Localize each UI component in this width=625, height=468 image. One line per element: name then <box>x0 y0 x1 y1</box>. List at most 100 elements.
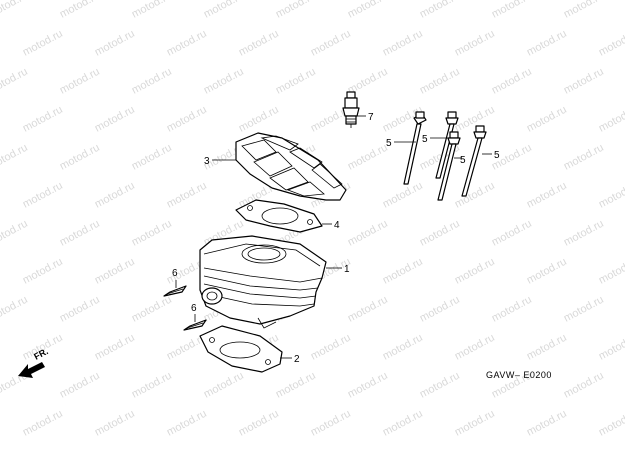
watermark-text: motod.ru <box>58 0 102 21</box>
watermark-text: motod.ru <box>21 28 65 59</box>
head-gasket <box>235 199 332 233</box>
watermark-text: motod.ru <box>93 104 137 135</box>
watermark-text: motod.ru <box>165 408 209 439</box>
watermark-text: motod.ru <box>21 104 65 135</box>
front-arrow-icon <box>18 362 45 378</box>
watermark-text: motod.ru <box>346 0 390 21</box>
watermark-text: motod.ru <box>0 0 30 21</box>
cylinder-gasket <box>199 325 292 373</box>
callout-bolt-a: 5 <box>386 138 392 149</box>
watermark-text: motod.ru <box>309 408 353 439</box>
watermark-text: motod.ru <box>237 104 281 135</box>
watermark-text: motod.ru <box>418 370 462 401</box>
watermark-text: motod.ru <box>525 408 569 439</box>
watermark-text: motod.ru <box>58 142 102 173</box>
watermark-text: motod.ru <box>165 180 209 211</box>
watermark-text: motod.ru <box>165 28 209 59</box>
watermark-text: motod.ru <box>130 218 174 249</box>
callout-dowel-upper: 6 <box>172 268 178 279</box>
watermark-text: motod.ru <box>58 218 102 249</box>
watermark-text: motod.ru <box>381 180 425 211</box>
callout-head-gasket: 4 <box>334 220 340 231</box>
stud-bolt-c <box>437 131 462 201</box>
watermark-text: motod.ru <box>165 104 209 135</box>
callout-bolt-d: 5 <box>494 150 500 161</box>
watermark-text: motod.ru <box>93 28 137 59</box>
watermark-text: motod.ru <box>597 332 625 363</box>
watermark-text: motod.ru <box>525 256 569 287</box>
watermark-text: motod.ru <box>597 408 625 439</box>
dowel-pin-lower <box>183 314 207 331</box>
watermark-text: motod.ru <box>202 370 246 401</box>
watermark-text: motod.ru <box>490 66 534 97</box>
watermark-text: motod.ru <box>381 332 425 363</box>
watermark-text: motod.ru <box>130 370 174 401</box>
watermark-text: motod.ru <box>418 66 462 97</box>
watermark-text: motod.ru <box>93 332 137 363</box>
watermark-text: motod.ru <box>418 0 462 21</box>
watermark-text: motod.ru <box>562 66 606 97</box>
watermark-text: motod.ru <box>597 180 625 211</box>
watermark-text: motod.ru <box>346 294 390 325</box>
watermark-text: motod.ru <box>58 370 102 401</box>
watermark-text: motod.ru <box>381 408 425 439</box>
cylinder-head <box>212 132 347 201</box>
watermark-text: motod.ru <box>274 66 318 97</box>
spark-plug <box>342 91 366 128</box>
watermark-text: motod.ru <box>562 0 606 21</box>
watermark-text: motod.ru <box>309 332 353 363</box>
watermark-text: motod.ru <box>130 294 174 325</box>
watermark-text: motod.ru <box>453 104 497 135</box>
watermark-text: motod.ru <box>490 218 534 249</box>
watermark-text: motod.ru <box>21 256 65 287</box>
watermark-text: motod.ru <box>525 180 569 211</box>
watermark-text: motod.ru <box>418 294 462 325</box>
watermark-text: motod.ru <box>453 256 497 287</box>
watermark-text: motod.ru <box>346 370 390 401</box>
watermark-text: motod.ru <box>597 28 625 59</box>
watermark-text: motod.ru <box>0 294 30 325</box>
watermark-text: motod.ru <box>562 370 606 401</box>
watermark-text: motod.ru <box>93 180 137 211</box>
watermark-text: motod.ru <box>237 28 281 59</box>
watermark-text: motod.ru <box>21 408 65 439</box>
callout-cylinder: 1 <box>344 264 350 275</box>
stud-bolt-d <box>461 125 492 197</box>
watermark-text: motod.ru <box>274 0 318 21</box>
watermark-text: motod.ru <box>381 28 425 59</box>
watermark-text: motod.ru <box>597 104 625 135</box>
watermark-text: motod.ru <box>562 218 606 249</box>
watermark-text: motod.ru <box>381 256 425 287</box>
watermark-text: motod.ru <box>453 408 497 439</box>
watermark-text: motod.ru <box>0 142 30 173</box>
watermark-text: motod.ru <box>237 408 281 439</box>
cylinder <box>199 235 342 329</box>
callout-dowel-lower: 6 <box>191 303 197 314</box>
watermark-text: motod.ru <box>93 256 137 287</box>
watermark-text: motod.ru <box>274 370 318 401</box>
watermark-text: motod.ru <box>490 0 534 21</box>
watermark-text: motod.ru <box>562 294 606 325</box>
dowel-pin-upper <box>163 280 187 297</box>
watermark-text: motod.ru <box>346 142 390 173</box>
watermark-text: motod.ru <box>58 294 102 325</box>
watermark-text: motod.ru <box>418 218 462 249</box>
watermark-text: motod.ru <box>93 408 137 439</box>
callout-bolt-b: 5 <box>422 134 428 145</box>
callout-spark-plug: 7 <box>368 112 374 123</box>
diagram-code: GAVW– E0200 <box>486 370 552 380</box>
watermark-text: motod.ru <box>490 294 534 325</box>
watermark-text: motod.ru <box>346 218 390 249</box>
watermark-text: motod.ru <box>130 142 174 173</box>
watermark-text: motod.ru <box>453 28 497 59</box>
callout-cylinder-head: 3 <box>204 156 210 167</box>
watermark-text: motod.ru <box>453 180 497 211</box>
watermark-text: motod.ru <box>130 66 174 97</box>
watermark-text: motod.ru <box>0 66 30 97</box>
watermark-text: motod.ru <box>202 66 246 97</box>
watermark-text: motod.ru <box>597 256 625 287</box>
watermark-text: motod.ru <box>202 0 246 21</box>
callout-bolt-c: 5 <box>460 155 466 166</box>
watermark-text: motod.ru <box>130 0 174 21</box>
